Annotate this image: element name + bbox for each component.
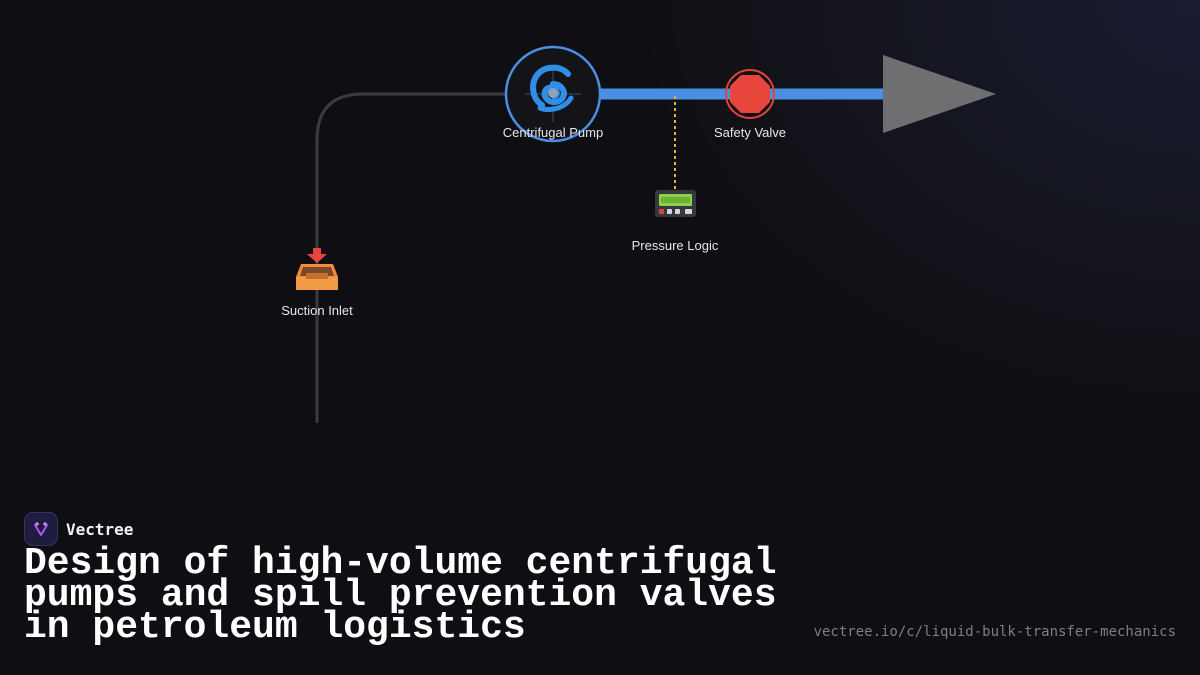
cyclone-icon: [530, 64, 574, 113]
pressure-logic-label: Pressure Logic: [632, 238, 719, 253]
outlet-arrow: [883, 55, 996, 133]
brand-name: Vectree: [66, 519, 134, 539]
centrifugal-pump-label: Centrifugal Pump: [503, 125, 603, 140]
suction-inlet-node[interactable]: Suction Inlet: [281, 248, 353, 318]
suction-inlet-label: Suction Inlet: [281, 303, 353, 318]
vectree-logo-icon: [24, 512, 58, 546]
page-title: Design of high-volume centrifugal pumps …: [24, 542, 777, 649]
pager-icon: [655, 190, 696, 217]
stop-sign-icon: [730, 75, 770, 113]
pressure-logic-node[interactable]: Pressure Logic: [632, 190, 719, 253]
source-url[interactable]: vectree.io/c/liquid-bulk-transfer-mechan…: [813, 624, 1176, 640]
safety-valve-label: Safety Valve: [714, 125, 786, 140]
brand[interactable]: Vectree: [24, 512, 133, 546]
suction-line: [315, 92, 506, 423]
centrifugal-pump-node[interactable]: Centrifugal Pump: [503, 45, 603, 143]
safety-valve-node[interactable]: Safety Valve: [714, 69, 786, 140]
inbox-tray-icon: [296, 248, 338, 290]
